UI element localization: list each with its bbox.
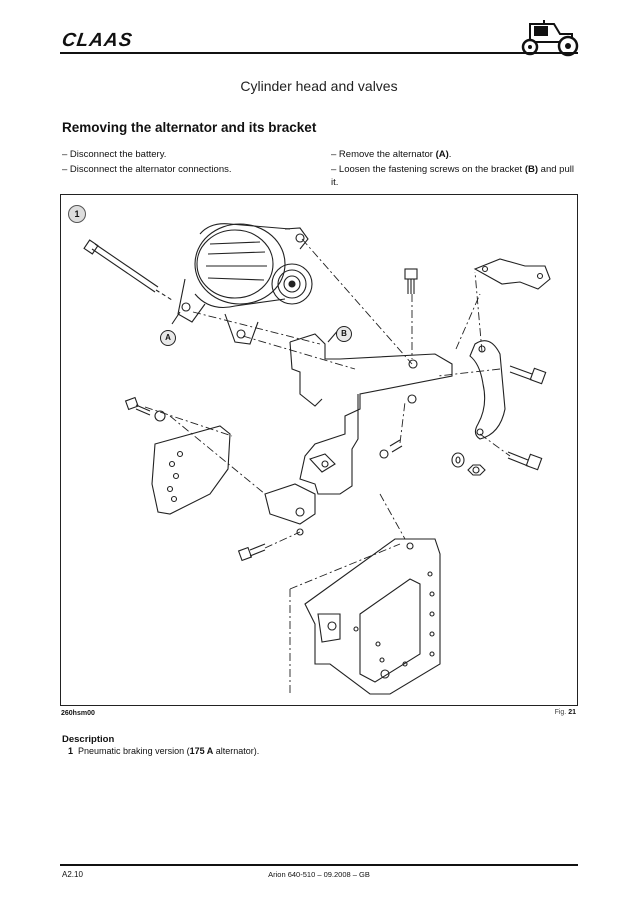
top-bracket-drawing xyxy=(473,258,551,290)
long-bolt-drawing xyxy=(83,239,173,301)
callout-a: A xyxy=(160,330,176,346)
step-remove-alternator: – Remove the alternator (A). xyxy=(331,149,452,160)
alternator-exploded-drawing xyxy=(83,223,551,695)
engine-block-drawing xyxy=(304,538,441,695)
side-plate-drawing xyxy=(151,425,231,515)
footer-page-code: A2.10 xyxy=(62,870,83,879)
description-title: Description xyxy=(62,734,115,745)
curved-strap-drawing xyxy=(469,340,506,440)
fasteners-drawing xyxy=(124,268,547,562)
step-disconnect-connections: – Disconnect the alternator connections. xyxy=(62,164,232,175)
figure-frame xyxy=(60,194,578,706)
procedure-title: Removing the alternator and its bracket xyxy=(62,120,317,135)
figure-image-code: 260hsm00 xyxy=(61,710,95,717)
footer-rule xyxy=(60,864,578,866)
footer-doc-info: Arion 640-510 – 09.2008 – GB xyxy=(268,870,370,879)
alignment-lines xyxy=(144,238,511,694)
description-item: 1 Pneumatic braking version (175 A alter… xyxy=(68,746,260,756)
step-disconnect-battery: – Disconnect the battery. xyxy=(62,149,167,160)
header-rule xyxy=(60,52,578,54)
step-loosen-bracket: – Loosen the fastening screws on the bra… xyxy=(331,164,574,188)
figure-number-badge: 1 xyxy=(68,205,86,223)
tractor-icon xyxy=(510,14,582,63)
alternator-drawing xyxy=(177,223,313,345)
section-title: Cylinder head and valves xyxy=(240,78,398,94)
figure-reference: Fig. 21 xyxy=(554,709,576,716)
callout-b: B xyxy=(336,326,352,342)
claas-logo: CLAAS xyxy=(60,30,134,51)
bracket-b-drawing xyxy=(264,333,453,536)
